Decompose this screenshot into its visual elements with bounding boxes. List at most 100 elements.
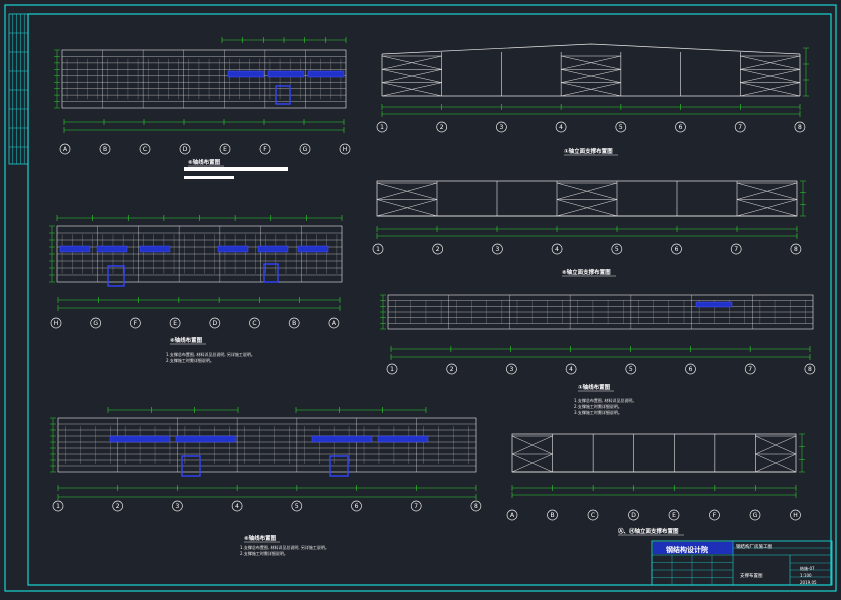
highlight-member [175,435,237,443]
axis-bubble-label: D [631,512,636,519]
highlight-box [275,85,291,105]
plan-outline [61,49,347,109]
highlight-member [297,245,329,253]
brace [556,199,618,217]
axis-bubble-label: 4 [569,366,573,373]
plan-a-axis [179,143,191,155]
elev-mid-axis [611,243,623,255]
plan-a-subtitle-bar [184,176,234,179]
elev-right-axis [790,509,801,521]
plan-b-axis [209,317,221,329]
axis-bubble-label: 2 [116,503,120,510]
axis-bubble-label: 4 [559,124,563,131]
plan-c-axis [291,500,303,512]
axis-bubble-label: 7 [738,124,742,131]
plan-d-axis [625,363,637,375]
plan-d-axis [744,363,756,375]
plan-outline [57,417,477,473]
axis-bubble-label: 8 [808,366,812,373]
plan-c-axis [231,500,243,512]
highlight-member [109,435,171,443]
axis-bubble-label: 8 [798,124,802,131]
title-block-institute: 钢结构设计院 [666,546,708,554]
axis-bubble-label: H [54,320,59,327]
elev-mid-axis [790,243,802,255]
plan-a-axis [139,143,151,155]
elev-right-axis [668,509,680,521]
elev-top-axis [436,121,448,133]
axis-bubble-label: D [183,146,188,153]
elevation-outline [376,180,798,217]
brace [511,435,553,455]
brace [736,182,798,200]
plan-b-axis [288,317,300,329]
elev-top-axis [376,121,388,133]
axis-bubble-label: F [263,146,267,153]
brace [381,55,442,70]
axis-bubble-label: 2 [436,246,440,253]
plan-c-axis [470,500,482,512]
elev-top-axis [675,121,686,133]
title-block-scale: 1:100 [800,573,812,578]
elev-right-axis [628,509,639,521]
axis-bubble-label: 2 [450,366,454,373]
plan-c-axis [410,500,422,512]
highlight-member [311,435,373,443]
brace [376,182,438,200]
outer-frame [4,4,837,592]
highlight-box [107,265,125,287]
brace [561,82,621,97]
axis-bubble-label: 5 [615,246,619,253]
plan-a-title-underline [184,167,288,171]
axis-bubble-label: F [134,320,138,327]
plan-b-axis [169,317,181,329]
highlight-member [267,70,305,78]
brace [740,82,801,97]
plan-c-axis [351,500,362,512]
binding-strip [8,13,29,165]
elev-right-axis [506,509,518,521]
axis-bubble-label: B [103,146,107,153]
brace [561,55,621,70]
plan-b-axis [90,317,102,329]
axis-bubble-label: 1 [380,124,384,131]
title-block-bar [653,542,733,554]
highlight-member [139,245,171,253]
axis-bubble-label: A [332,320,337,327]
elev-right-axis [709,509,720,521]
axis-bubble-label: 6 [689,366,693,373]
drawing-note-plan-d: 1.支撑总布置图, 材料详见总说明。 [574,398,637,403]
axis-bubble-label: C [252,320,256,327]
drawing-note-plan-c: 1.支撑总布置图, 材料详见总说明, 另详施工说明。 [240,545,329,550]
brace [511,453,553,473]
drawing-note-plan-d: 3.支撑施工时需详细说明。 [574,410,622,415]
brace [755,453,797,473]
elev-mid-axis [492,243,503,255]
elevation-outline [511,433,797,473]
plan-c-axis [172,500,183,512]
elev-mid-axis [432,243,444,255]
drawing-title-elev-right: Ⓐ、Ⓗ轴立面支撑布置图 [618,529,679,535]
elev-top-axis [734,121,746,133]
axis-bubble-label: 8 [794,246,798,253]
plan-c-axis [52,500,64,512]
highlight-member [227,70,265,78]
title-block-sheet-no: 结施-07 [800,566,815,571]
axis-bubble-label: H [343,146,348,153]
drawing-title-plan-a: ⑧轴线布置图 [188,160,221,166]
axis-bubble-label: E [672,512,676,519]
elev-top-axis [496,121,507,133]
axis-bubble-label: 6 [355,503,359,510]
axis-bubble-label: G [303,146,308,153]
axis-bubble-label: 3 [509,366,513,373]
plan-d-axis [804,363,816,375]
axis-bubble-label: 6 [679,124,683,131]
drawing-note-plan-b: 1.支撑总布置图, 材料详见总说明, 另详施工说明。 [166,352,255,357]
highlight-member [695,301,733,308]
axis-bubble-label: A [510,512,515,519]
plan-a-axis [59,143,71,155]
axis-bubble-label: 5 [629,366,633,373]
roof-line [381,43,801,55]
axis-bubble-label: D [212,320,217,327]
